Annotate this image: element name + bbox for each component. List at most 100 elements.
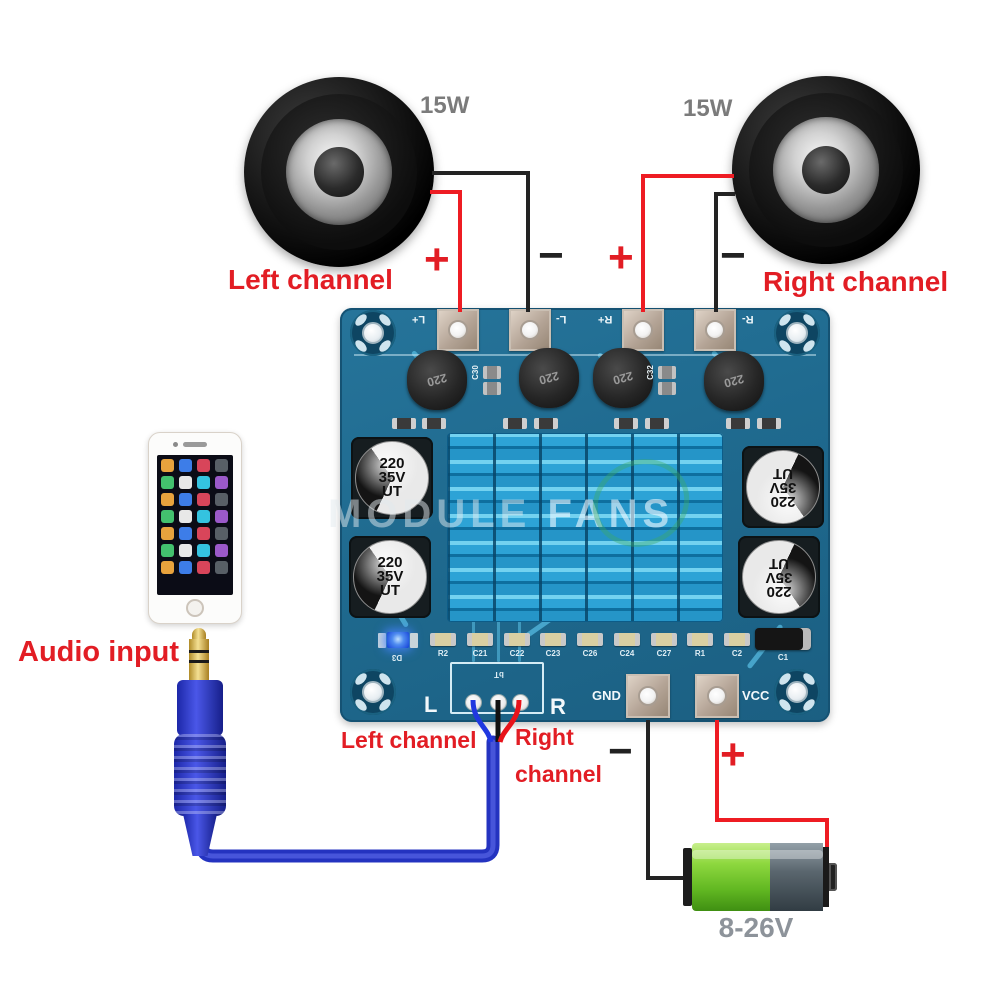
heatsink: [447, 433, 723, 622]
vcc-battery-wire: [715, 720, 829, 866]
left-speaker-negative-wire: [432, 171, 530, 312]
mounting-hole: [350, 669, 396, 715]
right-speaker: [732, 76, 920, 264]
app-icon: [179, 476, 192, 489]
channel-L-silk: L: [424, 692, 438, 717]
mounting-hole: [774, 310, 820, 356]
right-speaker-dome: [801, 145, 851, 195]
app-icon: [179, 561, 192, 574]
right-speaker-power-label: 15W: [683, 95, 733, 122]
watermark-part1: MODULE: [328, 492, 532, 536]
app-icon: [161, 476, 174, 489]
app-icon: [215, 476, 228, 489]
chip-resistor: [503, 418, 527, 429]
diode: [755, 628, 811, 650]
inductor: 220: [407, 350, 467, 410]
chip-resistor: [422, 418, 446, 429]
component-label: C2: [731, 649, 743, 658]
battery-voltage-label: 8-26V: [718, 912, 794, 943]
jack-tip: [192, 628, 206, 640]
watermark-part2: FANS: [547, 492, 675, 536]
battery-right-cap: [823, 847, 829, 907]
gnd-silk-label: GND: [592, 688, 621, 703]
terminal-vcc: [695, 674, 739, 718]
chip-component: [687, 633, 713, 646]
audio-right-wire: [497, 699, 522, 743]
app-icon: [215, 459, 228, 472]
component-label: C24: [619, 649, 635, 658]
component-label: C22: [509, 649, 525, 658]
app-icon: [215, 527, 228, 540]
right-channel-top-label: Right channel: [763, 266, 949, 297]
ceramic-capacitor: [483, 382, 501, 395]
left-channel-top-label: Left channel: [228, 264, 393, 295]
app-icon: [179, 510, 192, 523]
app-icon: [197, 561, 210, 574]
cap-value: 220: [379, 455, 405, 472]
power-led: [378, 629, 418, 651]
cap-value: 220: [377, 554, 403, 571]
chip-component: [724, 633, 750, 646]
terminal-gnd: [626, 674, 670, 718]
chip-component: [577, 633, 603, 646]
app-icon: [179, 493, 192, 506]
pcb-trace: [497, 610, 500, 662]
chip-component: [430, 633, 456, 646]
app-icon: [197, 493, 210, 506]
app-icon: [197, 459, 210, 472]
electrolytic-capacitor: 220 35V UT: [353, 540, 427, 614]
chip-component: [467, 633, 493, 646]
ceramic-capacitor: [658, 382, 676, 395]
right-plus-sign: +: [608, 233, 634, 282]
inductor: 220: [593, 348, 653, 408]
terminal-L-minus: [509, 309, 551, 351]
chip-resistor: [645, 418, 669, 429]
chip-resistor: [392, 418, 416, 429]
power-plus-sign: +: [720, 730, 746, 779]
electrolytic-capacitor: 220 35V UT: [355, 441, 429, 515]
amplifier-board: L+ L- R+ R- 220 220 220 220 C30 C32 220 …: [340, 308, 830, 722]
app-icon: [197, 527, 210, 540]
component-label: C23: [545, 649, 561, 658]
terminal-R-minus: [694, 309, 736, 351]
chip-resistor: [534, 418, 558, 429]
chip-resistor: [726, 418, 750, 429]
led-die: [387, 632, 409, 648]
right-channel-bottom-label-line2: channel: [515, 761, 602, 787]
chip-component: [540, 633, 566, 646]
app-icon: [197, 510, 210, 523]
app-icon: [197, 476, 210, 489]
right-minus-sign: −: [720, 231, 746, 280]
app-icon: [161, 527, 174, 540]
phone: [148, 432, 242, 624]
audio-cable-highlight: [199, 739, 496, 859]
power-minus-sign: −: [608, 727, 633, 774]
app-icon: [179, 459, 192, 472]
app-icon: [161, 510, 174, 523]
ceramic-capacitor: [483, 366, 501, 379]
led-pad: [378, 632, 386, 648]
audio-cable: [195, 735, 500, 863]
inductor: 220: [704, 351, 764, 411]
right-speaker-positive-wire: [641, 174, 734, 312]
left-speaker-positive-wire: [430, 190, 462, 312]
battery-gray-body: [770, 843, 823, 911]
component-label: R1: [694, 649, 706, 658]
cap-voltage: 35V: [378, 469, 406, 486]
app-icon: [215, 561, 228, 574]
audio-left-wire: [470, 699, 494, 743]
diode-label: C1: [777, 653, 789, 662]
channel-R-silk: R: [550, 694, 566, 719]
app-icon: [215, 544, 228, 557]
left-plus-sign: +: [424, 235, 450, 284]
component-label: R2: [437, 649, 449, 658]
phone-home-button: [186, 599, 204, 617]
component-label: C26: [582, 649, 598, 658]
vcc-silk-label: VCC: [742, 688, 770, 703]
app-icon: [161, 459, 174, 472]
battery-shine: [692, 850, 823, 859]
left-speaker: [244, 77, 434, 267]
battery-positive-terminal: [829, 863, 837, 891]
silkscreen-line: [354, 354, 816, 356]
